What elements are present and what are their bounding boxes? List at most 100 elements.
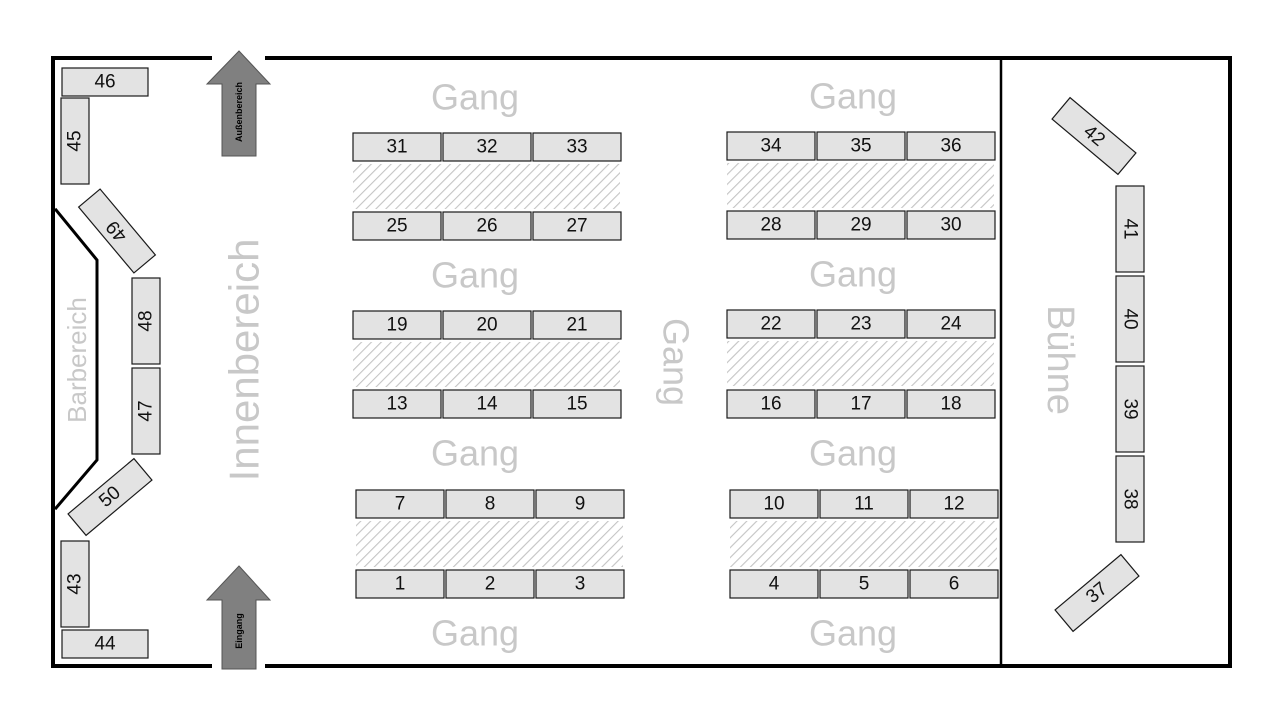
stall-11[interactable]: 11 <box>819 489 909 519</box>
stall-23[interactable]: 23 <box>816 309 906 339</box>
stall-24[interactable]: 24 <box>906 309 996 339</box>
stall-number: 27 <box>566 216 587 237</box>
stall-49[interactable]: 49 <box>77 188 157 274</box>
buehne-label: Bühne <box>1039 305 1081 415</box>
entrance-arrow[interactable]: Eingang <box>205 565 272 670</box>
stall-38[interactable]: 38 <box>1115 455 1145 543</box>
aisle-labels: Gang Gang Gang Gang Gang Gang Gang Gang … <box>431 76 897 654</box>
gang-label: Gang <box>809 433 897 474</box>
stall-39[interactable]: 39 <box>1115 365 1145 453</box>
stall-number: 29 <box>850 215 871 236</box>
stall-13[interactable]: 13 <box>352 389 442 419</box>
stall-number: 34 <box>760 136 782 157</box>
stall-number: 41 <box>1120 218 1141 239</box>
stall-34[interactable]: 34 <box>726 131 816 161</box>
stall-33[interactable]: 33 <box>532 132 622 162</box>
hatched-strip <box>353 164 620 209</box>
building-walls <box>51 56 1232 668</box>
stall-6[interactable]: 6 <box>909 569 999 599</box>
stall-18[interactable]: 18 <box>906 389 996 419</box>
stall-7[interactable]: 7 <box>355 489 445 519</box>
stall-31[interactable]: 31 <box>352 132 442 162</box>
stall-43[interactable]: 43 <box>60 540 90 628</box>
gang-label: Gang <box>809 613 897 654</box>
stall-8[interactable]: 8 <box>445 489 535 519</box>
stall-46[interactable]: 46 <box>61 67 149 97</box>
stall-number: 44 <box>94 634 116 655</box>
stall-number: 7 <box>395 494 406 515</box>
stall-15[interactable]: 15 <box>532 389 622 419</box>
stall-number: 33 <box>566 137 587 158</box>
stall-50[interactable]: 50 <box>67 457 153 537</box>
stall-number: 45 <box>65 130 86 151</box>
stall-20[interactable]: 20 <box>442 310 532 340</box>
stall-number: 16 <box>760 394 781 415</box>
stall-5[interactable]: 5 <box>819 569 909 599</box>
stall-number: 28 <box>760 215 781 236</box>
stall-number: 38 <box>1120 488 1141 509</box>
stall-number: 9 <box>575 494 586 515</box>
stall-27[interactable]: 27 <box>532 211 622 241</box>
stall-3[interactable]: 3 <box>535 569 625 599</box>
stall-35[interactable]: 35 <box>816 131 906 161</box>
stall-number: 23 <box>850 314 871 335</box>
eingang-label: Eingang <box>234 613 244 649</box>
stall-number: 43 <box>65 573 86 594</box>
stall-10[interactable]: 10 <box>729 489 819 519</box>
stall-41[interactable]: 41 <box>1115 185 1145 273</box>
stall-1[interactable]: 1 <box>355 569 445 599</box>
barbereich-label: Barbereich <box>62 297 92 423</box>
stall-42[interactable]: 42 <box>1051 96 1137 176</box>
stall-number: 36 <box>940 136 961 157</box>
stall-4[interactable]: 4 <box>729 569 819 599</box>
stall-17[interactable]: 17 <box>816 389 906 419</box>
stall-26[interactable]: 26 <box>442 211 532 241</box>
stall-36[interactable]: 36 <box>906 131 996 161</box>
gang-label: Gang <box>656 318 697 406</box>
stall-32[interactable]: 32 <box>442 132 532 162</box>
stall-22[interactable]: 22 <box>726 309 816 339</box>
stall-number: 11 <box>854 494 874 515</box>
stall-number: 6 <box>949 574 960 595</box>
stall-number: 1 <box>395 574 406 595</box>
stall-45[interactable]: 45 <box>60 97 90 185</box>
hatched-strip <box>356 521 623 567</box>
stall-number: 48 <box>136 310 157 331</box>
stall-2[interactable]: 2 <box>445 569 535 599</box>
gang-label: Gang <box>809 254 897 295</box>
stall-number: 8 <box>485 494 496 515</box>
stall-number: 20 <box>476 315 497 336</box>
bar-counter <box>53 207 99 511</box>
stall-12[interactable]: 12 <box>909 489 999 519</box>
hatched-strip <box>727 341 994 386</box>
stall-19[interactable]: 19 <box>352 310 442 340</box>
stall-number: 47 <box>136 400 157 421</box>
stall-21[interactable]: 21 <box>532 310 622 340</box>
gang-label: Gang <box>431 613 519 654</box>
stall-16[interactable]: 16 <box>726 389 816 419</box>
stall-44[interactable]: 44 <box>61 629 149 659</box>
stall-number: 17 <box>850 394 871 415</box>
stall-number: 30 <box>940 215 961 236</box>
stall-number: 39 <box>1120 398 1141 419</box>
stall-number: 31 <box>386 137 407 158</box>
stall-number: 24 <box>940 314 962 335</box>
stall-47[interactable]: 47 <box>131 367 161 455</box>
stall-37[interactable]: 37 <box>1054 553 1140 633</box>
stall-29[interactable]: 29 <box>816 210 906 240</box>
stall-28[interactable]: 28 <box>726 210 816 240</box>
stall-14[interactable]: 14 <box>442 389 532 419</box>
stall-number: 21 <box>566 315 587 336</box>
stall-30[interactable]: 30 <box>906 210 996 240</box>
stall-number: 22 <box>760 314 781 335</box>
hatched-areas <box>353 163 997 567</box>
stall-48[interactable]: 48 <box>131 277 161 365</box>
exit-arrow[interactable]: Außenbereich <box>205 50 272 157</box>
stall-25[interactable]: 25 <box>352 211 442 241</box>
hatched-strip <box>727 163 994 208</box>
stall-9[interactable]: 9 <box>535 489 625 519</box>
hatched-strip <box>730 521 997 567</box>
stall-number: 15 <box>566 394 587 415</box>
stall-number: 13 <box>386 394 407 415</box>
stall-40[interactable]: 40 <box>1115 275 1145 363</box>
